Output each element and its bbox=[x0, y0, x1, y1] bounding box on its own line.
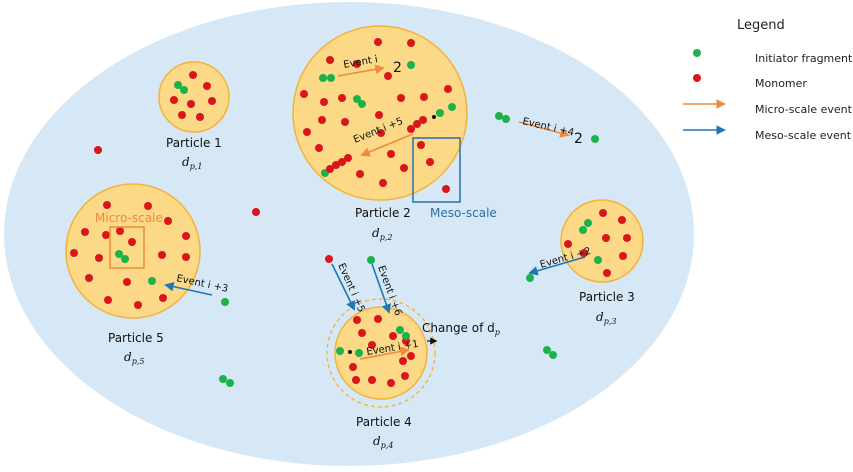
meso-scale-label: Meso-scale bbox=[430, 206, 497, 220]
particle-4-growth-ring bbox=[326, 298, 436, 408]
particle-3-molecules bbox=[564, 209, 631, 277]
meso-scale-box bbox=[412, 137, 461, 203]
particle-1 bbox=[158, 61, 230, 133]
particle-5-molecules bbox=[70, 201, 190, 309]
particle-1-label: Particle 1 bbox=[166, 136, 222, 150]
event-i-arrow bbox=[337, 64, 385, 77]
particle-3-label: Particle 3 bbox=[579, 290, 635, 304]
product-two-a: 2 bbox=[393, 60, 402, 76]
legend-item-initiator: Initiator fragment bbox=[755, 52, 853, 65]
particle-4-molecules bbox=[336, 315, 415, 387]
particle-2-diameter: dp,2 bbox=[372, 226, 392, 242]
change-dp-label: Change of dp bbox=[422, 321, 500, 337]
free-molecules bbox=[94, 112, 599, 387]
particle-1-molecules bbox=[170, 71, 216, 121]
legend-title: Legend bbox=[737, 18, 785, 33]
particle-4-diameter: dp,4 bbox=[373, 434, 393, 450]
particle-4-label: Particle 4 bbox=[356, 415, 412, 429]
red-dot-icon bbox=[693, 74, 701, 82]
event-i5-micro-arrow bbox=[360, 133, 414, 157]
micro-scale-label: Micro-scale bbox=[95, 211, 163, 225]
legend: Legend Initiator fragment Monomer Micro-… bbox=[683, 18, 853, 142]
particle-5-diameter: dp,5 bbox=[124, 350, 144, 366]
particle-2-label: Particle 2 bbox=[355, 206, 411, 220]
event-i2-arrow bbox=[528, 256, 586, 276]
micro-scale-box bbox=[109, 226, 145, 269]
product-two-b: 2 bbox=[574, 131, 583, 147]
legend-item-monomer: Monomer bbox=[755, 77, 807, 90]
event-i3-arrow bbox=[164, 281, 213, 296]
legend-item-micro: Micro-scale event bbox=[755, 103, 853, 116]
particle-2-molecules bbox=[300, 38, 456, 193]
event-i1-arrow bbox=[359, 346, 410, 360]
event-i4-arrow bbox=[518, 121, 570, 138]
event-i6-arrow bbox=[371, 263, 391, 314]
legend-item-meso: Meso-scale event bbox=[755, 129, 852, 142]
particle-3-diameter: dp,3 bbox=[596, 310, 616, 326]
event-i5-meso-arrow bbox=[331, 263, 355, 311]
green-dot-icon bbox=[693, 49, 701, 57]
particle-5 bbox=[65, 183, 201, 319]
particle-1-diameter: dp,1 bbox=[182, 155, 202, 171]
particle-5-label: Particle 5 bbox=[108, 331, 164, 345]
